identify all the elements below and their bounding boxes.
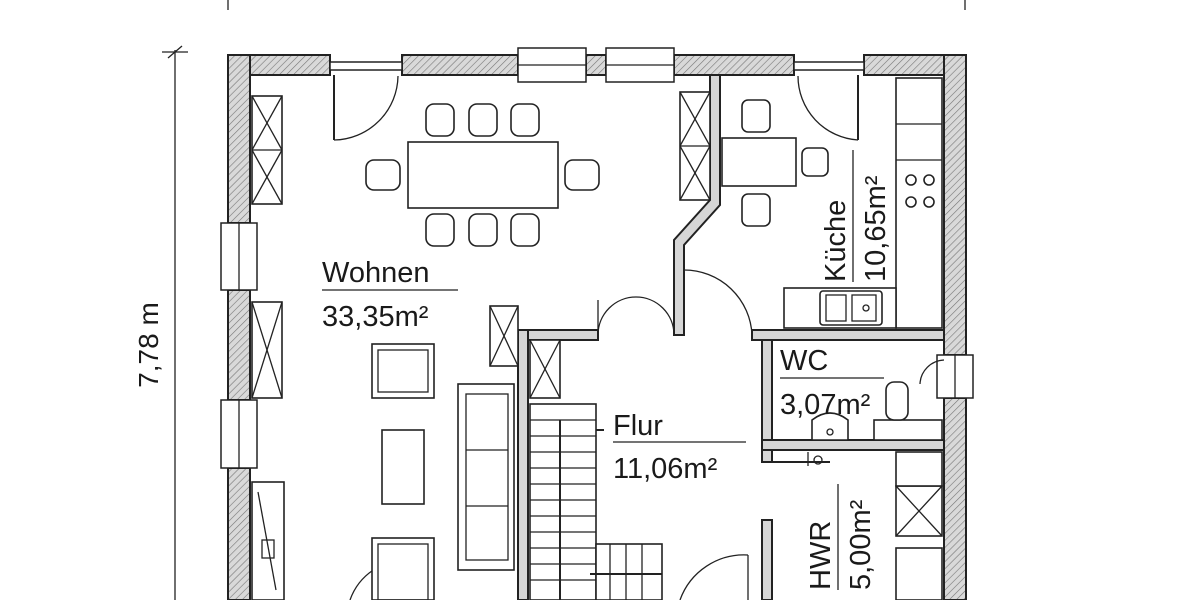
room-flur-name: Flur [613,410,663,442]
room-wohnen: Wohnen 33,35m² [322,257,458,333]
wc-fixtures [811,381,943,441]
room-wc-area: 3,07m² [780,389,871,421]
top-dimension-line [227,0,966,10]
room-hwr: HWR 5,00m² [805,484,877,590]
living-furniture [251,343,515,600]
room-kueche: Küche 10,65m² [820,150,892,282]
sink-icon [819,290,883,326]
room-wohnen-name: Wohnen [322,257,430,289]
dining-set [365,103,600,247]
room-flur: Flur 11,06m² [613,410,746,485]
room-kueche-name: Küche [820,200,852,282]
stove-icon [905,174,935,208]
staircase [529,403,663,600]
height-dimension-label: 7,78 m [133,302,164,388]
room-hwr-name: HWR [805,521,837,590]
cabinets [251,91,943,600]
kitchen-fixtures [721,77,943,329]
room-kueche-area: 10,65m² [860,175,892,282]
room-wc: WC 3,07m² [780,345,884,421]
room-wohnen-area: 33,35m² [322,301,429,333]
height-dimension-line [162,45,188,600]
room-hwr-area: 5,00m² [845,499,877,590]
toilet-icon [885,381,909,421]
windows [220,47,974,469]
room-wc-name: WC [780,345,828,377]
interior-walls [517,74,945,600]
hwr-fixtures [772,452,830,466]
room-flur-area: 11,06m² [613,453,718,485]
washbasin-icon [811,412,849,441]
